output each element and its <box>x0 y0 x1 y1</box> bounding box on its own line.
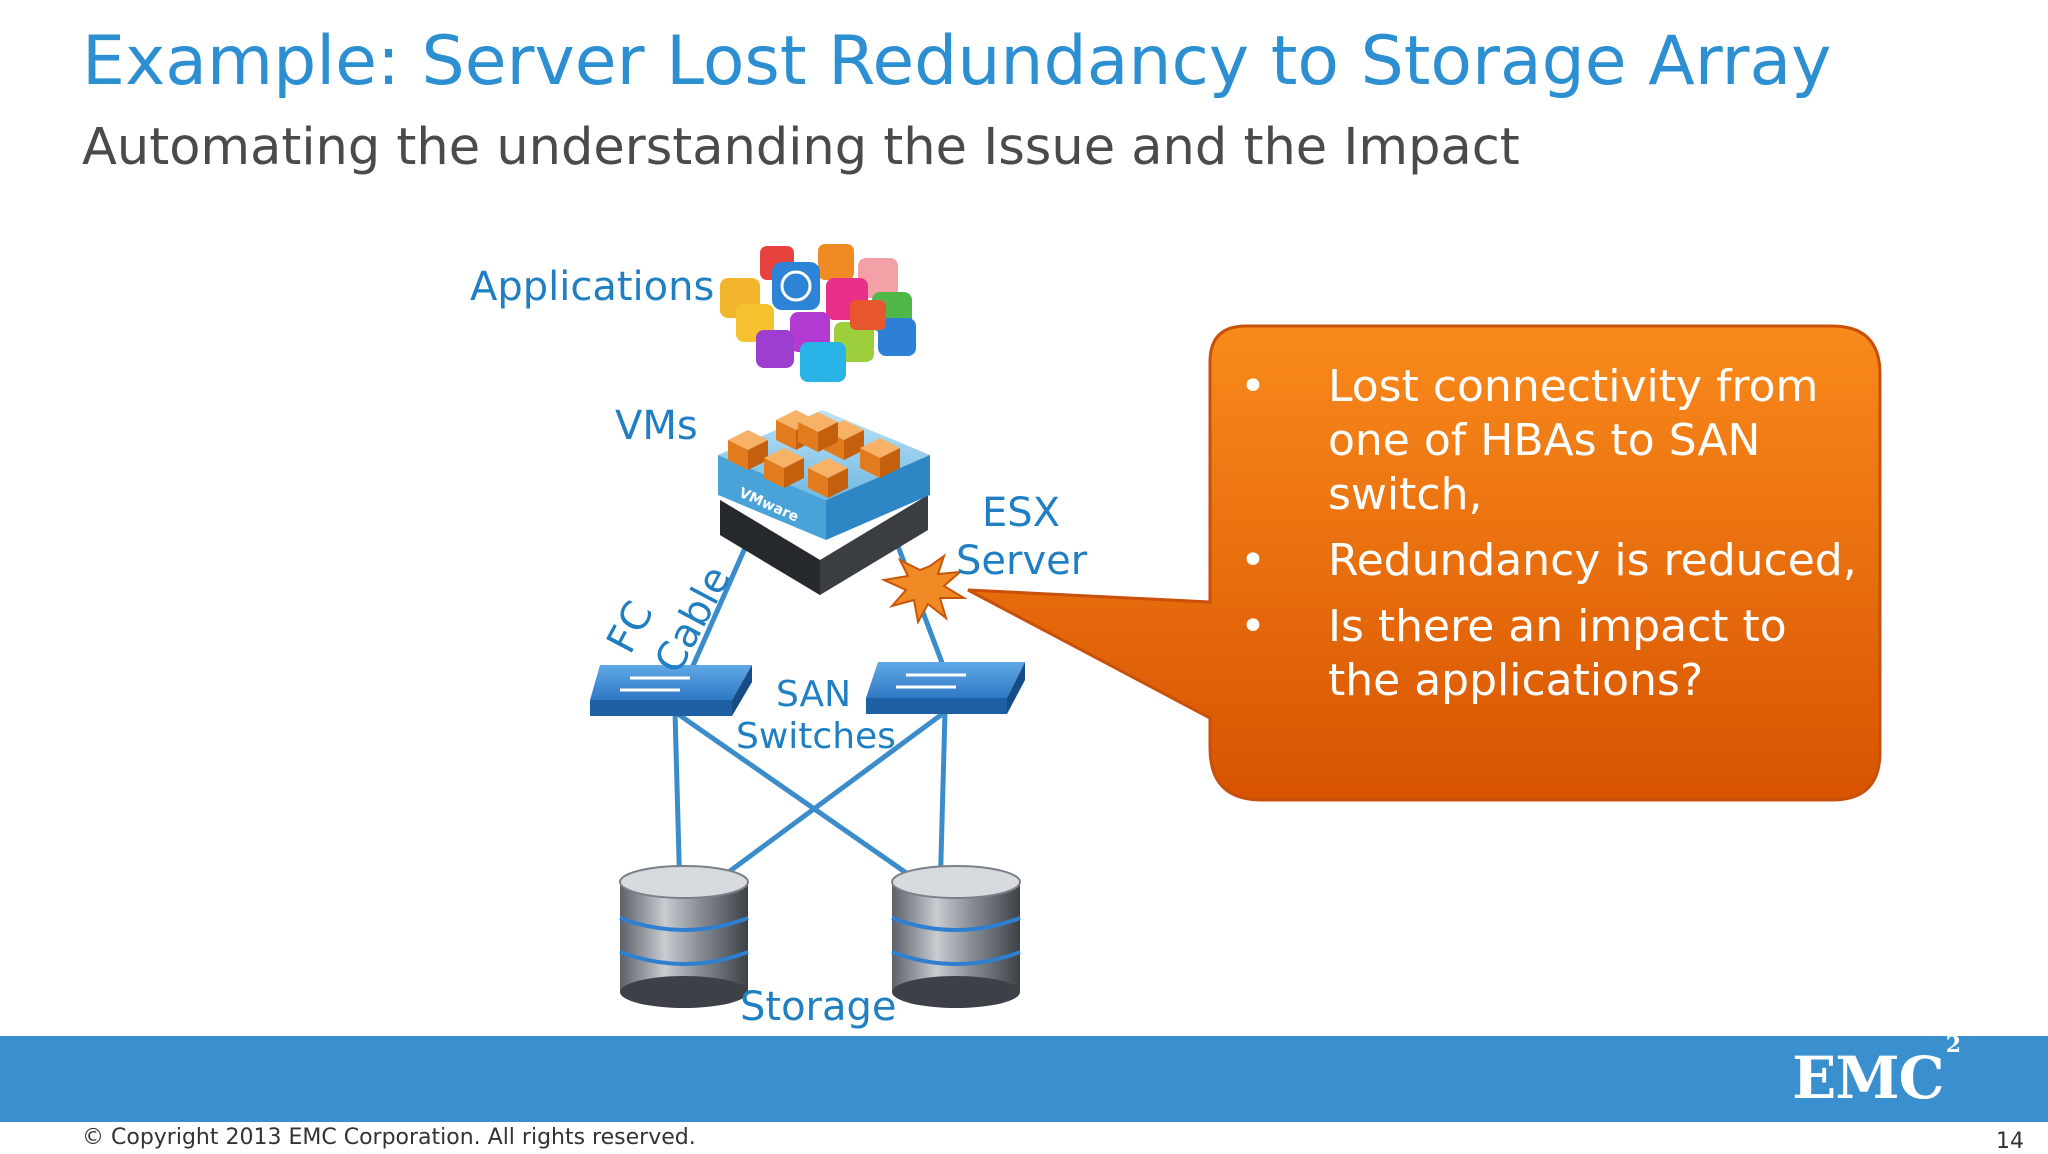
san-label-line2: Switches <box>736 716 896 757</box>
copyright-text: © Copyright 2013 EMC Corporation. All ri… <box>82 1125 696 1150</box>
slide-title: Example: Server Lost Redundancy to Stora… <box>82 22 1832 101</box>
vm-box <box>808 458 848 498</box>
san-switch-left <box>590 665 752 716</box>
callout-item-text: Lost connectivity from one of HBAs to SA… <box>1328 361 1819 520</box>
esx-label-line2: Server <box>956 538 1088 584</box>
vm-box <box>764 448 804 488</box>
vm-box <box>728 430 768 470</box>
callout-item-text: Is there an impact to the applications? <box>1328 601 1787 706</box>
link-switch2-storage2 <box>937 711 948 896</box>
callout-bullet-list: • Lost connectivity from one of HBAs to S… <box>1240 360 1860 708</box>
slide-subtitle: Automating the understanding the Issue a… <box>82 118 1520 177</box>
applications-icon <box>720 244 916 382</box>
callout-bullet-item: • Redundancy is reduced, <box>1240 534 1860 588</box>
esx-label-line1: ESX <box>982 490 1061 536</box>
callout-bubble <box>967 324 1882 802</box>
storage-array-left <box>619 865 749 1008</box>
san-switch-right <box>866 662 1025 714</box>
callout-bullet-item: • Is there an impact to the applications? <box>1240 600 1860 708</box>
applications-label: Applications <box>470 264 715 310</box>
san-label-line1: SAN <box>776 674 852 715</box>
bullet-glyph: • <box>1240 361 1266 412</box>
vm-boxes <box>728 410 900 498</box>
vms-label: VMs <box>615 403 698 449</box>
vm-box <box>798 412 838 452</box>
page-number: 14 <box>1996 1129 2024 1154</box>
bullet-glyph: • <box>1240 601 1266 652</box>
emc-logo: EMC2 <box>1792 1032 1961 1112</box>
vmware-host: VMware <box>718 410 930 595</box>
callout-item-text: Redundancy is reduced, <box>1328 535 1857 586</box>
emc-logo-text: EMC <box>1792 1044 1945 1112</box>
storage-label: Storage <box>740 984 897 1030</box>
link-switch1-storage1 <box>672 711 683 896</box>
storage-array-right <box>891 865 1021 1008</box>
vm-box <box>860 438 900 478</box>
emc-logo-superscript: 2 <box>1945 1031 1961 1058</box>
callout-bullet-item: • Lost connectivity from one of HBAs to S… <box>1240 360 1860 522</box>
failure-burst-icon <box>880 553 968 625</box>
link-switch1-storage2 <box>673 709 940 898</box>
bullet-glyph: • <box>1240 535 1266 586</box>
callout-text: • Lost connectivity from one of HBAs to S… <box>1240 360 1860 720</box>
footer-band: EMC2 <box>0 1032 2048 1122</box>
fc-cable-left <box>689 546 748 670</box>
